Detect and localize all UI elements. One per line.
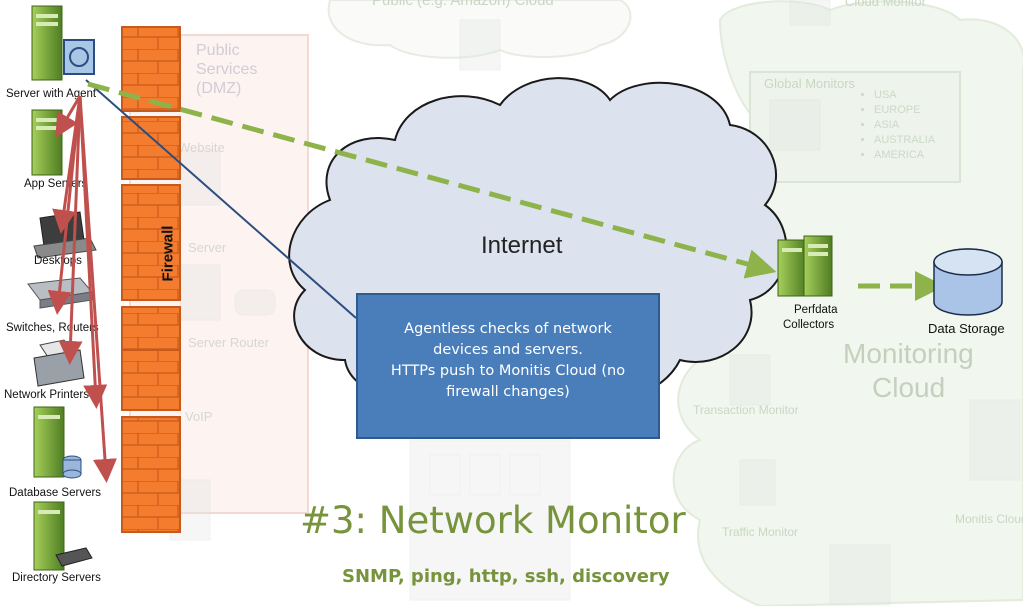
transaction-monitor-label: Transaction Monitor [693,403,799,417]
perfdata-label-2: Collectors [783,319,835,331]
perfdata-label-1: Perfdata [794,304,838,316]
callout-line: firewall changes) [446,384,570,400]
agentless-checks-callout: Agentless checks of network devices and … [356,293,660,439]
firewall [121,26,181,533]
public-cloud-label: Public (e.g. Amazon) Cloud [372,0,554,9]
voip-label: VoIP [185,409,213,424]
region-item: AMERICA [874,148,935,163]
traffic-monitor-label: Traffic Monitor [722,525,799,539]
global-monitors-box [749,71,961,183]
monitoring-cloud-label-1: Monitoring [843,338,974,369]
region-item: AUSTRALIA [874,133,935,148]
agent-to-collectors-arrow [87,81,777,279]
website-label: Website [178,140,225,155]
cloud-monitor-label: Cloud Monitor [845,0,926,9]
server-with-agent-label: Server with Agent [6,88,97,100]
slide-title: #3: Network Monitor [300,499,686,542]
region-item: EUROPE [874,103,935,118]
database-servers-label: Database Servers [9,487,102,499]
global-monitors-title: Global Monitors [764,76,856,91]
firewall-segment [121,26,181,533]
data-storage-icon [933,248,1003,316]
region-item: USA [874,88,935,103]
public-cloud-shape [327,0,632,59]
monitoring-cloud-label-2: Cloud [872,372,946,403]
region-item: ASIA [874,118,935,133]
switches-routers-label: Switches, Routers [6,322,99,334]
database-servers-icon [33,406,82,479]
desktops-label: Desktops [34,255,82,267]
dmz-label-3: (DMZ) [196,80,242,97]
device-icons [27,5,97,571]
network-printers-label: Network Printers [4,389,89,401]
slide-subtitle: SNMP, ping, http, ssh, discovery [342,566,670,587]
dmz-label-1: Public [196,42,240,59]
callout-line: devices and servers. [433,342,583,358]
perfdata-collectors-icon [777,235,833,297]
agent-to-callout-line [85,79,357,319]
directory-servers-icon [33,501,93,571]
server-label: Server [188,240,227,255]
agent-check-arrows [47,95,117,483]
faint-datacenter [169,0,1021,606]
callout-line: Agentless checks of network [404,321,612,337]
monitis-cloud-label: Monitis Cloud [955,512,1023,526]
global-monitors-regions: USA EUROPE ASIA AUSTRALIA AMERICA [862,88,935,163]
data-storage-label: Data Storage [928,321,1005,336]
directory-servers-label: Directory Servers [12,572,101,584]
dmz-label-2: Services [196,61,258,78]
internet-label: Internet [481,232,563,259]
server-router-label: Server Router [188,335,269,350]
callout-line: HTTPs push to Monitis Cloud (no [390,363,626,379]
server-with-agent-icon [31,5,95,81]
